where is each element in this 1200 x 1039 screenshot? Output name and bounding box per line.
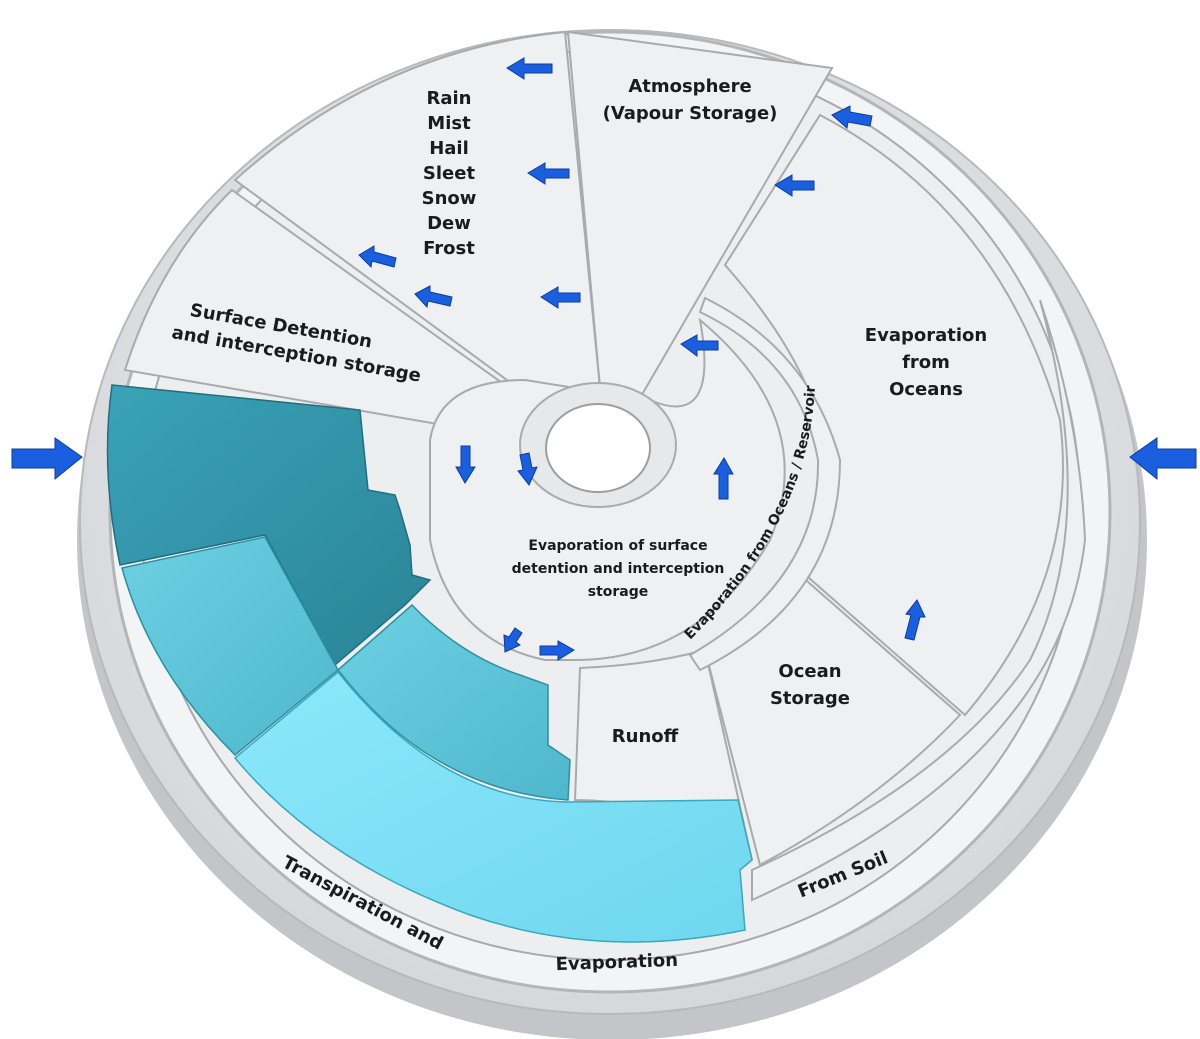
precipitation-list: Rain Mist Hail Sleet Snow Dew Frost [422, 88, 477, 259]
arrow-down-icon [517, 452, 538, 486]
arrow-left-icon [414, 285, 453, 309]
atmosphere-label: Atmosphere (Vapour Storage) [603, 76, 778, 124]
arrow-left-icon [1129, 437, 1197, 481]
ocean-storage-line2: Storage [770, 688, 850, 709]
segment-teal-mid-right [336, 603, 571, 801]
precip-snow: Snow [422, 188, 477, 209]
hub-hole [545, 403, 651, 493]
arrow-left-icon [358, 245, 397, 269]
precip-frost: Frost [423, 238, 475, 259]
arrow-up-icon [713, 457, 734, 500]
arrow-right-icon [539, 640, 575, 661]
arrow-left-icon [680, 334, 719, 357]
runoff-label: Runoff [612, 726, 679, 747]
evap-surface-line1: Evaporation of surface [528, 538, 707, 554]
arrow-left-icon [527, 162, 570, 185]
evap-oceans-line3: Oceans [889, 379, 963, 400]
arrow-left-icon [774, 174, 815, 197]
arrow-right-icon [11, 437, 83, 481]
arrow-left-icon [831, 105, 873, 129]
evap-oceans-line2: from [902, 352, 950, 373]
precip-rain: Rain [427, 88, 472, 109]
precip-dew: Dew [427, 213, 471, 234]
arrow-down-icon [455, 445, 476, 484]
arrows [11, 57, 1197, 661]
arrow-up-icon [904, 599, 926, 641]
evap-oceans-line1: Evaporation [865, 325, 987, 346]
precip-sleet: Sleet [423, 163, 476, 184]
ocean-storage-line1: Ocean [778, 661, 841, 682]
arrow-down-icon [503, 627, 523, 653]
evaporation-surface-label: Evaporation of surface detention and int… [512, 538, 725, 600]
evaporation-oceans-label: Evaporation from Oceans [865, 325, 987, 400]
segment-teal-dark [106, 384, 432, 667]
segment-from-soil [751, 299, 1087, 902]
segment-teal-light [233, 670, 753, 943]
evap-surface-line2: detention and interception [512, 561, 725, 577]
segment-evaporation-reservoirs [688, 296, 842, 672]
atmosphere-line2: (Vapour Storage) [603, 103, 778, 124]
precip-mist: Mist [427, 113, 471, 134]
arrow-left-icon [506, 57, 553, 80]
evaporation-bottom-label: Evaporation [555, 950, 678, 975]
segment-teal-mid-left [121, 536, 339, 757]
segment-precipitation [233, 30, 602, 410]
ocean-storage-label: Ocean Storage [770, 661, 850, 709]
atmosphere-line1: Atmosphere [628, 76, 751, 97]
arrow-left-icon [540, 286, 581, 309]
precip-hail: Hail [429, 138, 469, 159]
evap-surface-line3: storage [588, 584, 649, 600]
